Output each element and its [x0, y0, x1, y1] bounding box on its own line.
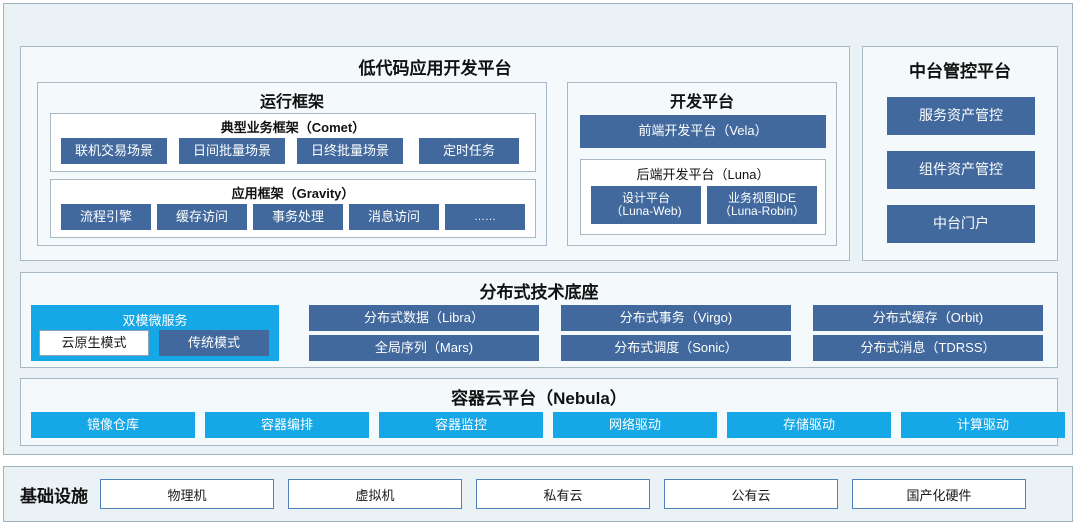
- container-item-orchestration[interactable]: 容器编排: [205, 412, 369, 438]
- infrastructure-label: 基础设施: [20, 486, 88, 506]
- comet-item-scheduled-task[interactable]: 定时任务: [419, 138, 519, 164]
- gravity-title: 应用框架（Gravity）: [231, 186, 355, 201]
- dev-platform-backend-luna-web[interactable]: 设计平台 （Luna-Web): [591, 186, 701, 224]
- gravity-item-more[interactable]: ……: [445, 204, 525, 230]
- midplatform-section: 中台管控平台 服务资产管控 组件资产管控 中台门户: [862, 46, 1058, 261]
- infrastructure-item-public-cloud[interactable]: 公有云: [664, 479, 838, 509]
- container-item-image-registry[interactable]: 镜像仓库: [31, 412, 195, 438]
- midplatform-title: 中台管控平台: [909, 62, 1011, 81]
- distributed-foundation-title: 分布式技术底座: [479, 283, 599, 302]
- midplatform-item-portal[interactable]: 中台门户: [887, 205, 1035, 243]
- lowcode-platform-title: 低代码应用开发平台: [358, 59, 512, 78]
- container-item-monitoring[interactable]: 容器监控: [379, 412, 543, 438]
- runtime-framework-title: 运行框架: [259, 94, 324, 111]
- container-item-compute-driver[interactable]: 计算驱动: [901, 412, 1065, 438]
- dualmode-item-cloud-native-mode[interactable]: 云原生模式: [39, 330, 149, 356]
- distributed-item-sonic[interactable]: 分布式调度（Sonic）: [561, 335, 791, 361]
- distributed-item-orbit[interactable]: 分布式缓存（Orbit): [813, 305, 1043, 331]
- distributed-item-tdrss[interactable]: 分布式消息（TDRSS）: [813, 335, 1043, 361]
- dev-platform-frontend-vela[interactable]: 前端开发平台（Vela）: [580, 115, 826, 148]
- container-cloud-section: 容器云平台（Nebula） 镜像仓库 容器编排 容器监控 网络驱动 存储驱动 计…: [20, 378, 1065, 446]
- dualmode-microservice-title: 双模微服务: [122, 313, 188, 328]
- dualmode-microservice-group: 双模微服务 云原生模式 传统模式: [31, 305, 279, 361]
- comet-item-intraday-batch[interactable]: 日间批量场景: [179, 138, 285, 164]
- dev-platform-backend-title: 后端开发平台（Luna）: [636, 167, 770, 182]
- main-panel: 低代码应用开发平台 运行框架 典型业务框架（Comet） 联机交易场景 日间批量…: [3, 3, 1073, 455]
- distributed-item-libra[interactable]: 分布式数据（Libra）: [309, 305, 539, 331]
- infrastructure-item-physical-machine[interactable]: 物理机: [100, 479, 274, 509]
- gravity-item-transaction-processing[interactable]: 事务处理: [253, 204, 343, 230]
- comet-item-eod-batch[interactable]: 日终批量场景: [297, 138, 403, 164]
- container-item-network-driver[interactable]: 网络驱动: [553, 412, 717, 438]
- infrastructure-item-virtual-machine[interactable]: 虚拟机: [288, 479, 462, 509]
- gravity-item-process-engine[interactable]: 流程引擎: [61, 204, 151, 230]
- dev-platform-backend-group: 后端开发平台（Luna） 设计平台 （Luna-Web) 业务视图IDE （Lu…: [580, 159, 826, 235]
- dev-platform-backend-luna-robin[interactable]: 业务视图IDE （Luna-Robin）: [707, 186, 817, 224]
- container-item-storage-driver[interactable]: 存储驱动: [727, 412, 891, 438]
- dev-platform-title: 开发平台: [669, 94, 734, 111]
- midplatform-item-component-asset-control[interactable]: 组件资产管控: [887, 151, 1035, 189]
- comet-group: 典型业务框架（Comet） 联机交易场景 日间批量场景 日终批量场景 定时任务: [50, 113, 536, 172]
- infrastructure-panel: 基础设施 物理机 虚拟机 私有云 公有云 国产化硬件: [3, 466, 1073, 522]
- container-cloud-title: 容器云平台（Nebula）: [451, 389, 627, 408]
- runtime-framework-section: 运行框架 典型业务框架（Comet） 联机交易场景 日间批量场景 日终批量场景 …: [37, 82, 547, 246]
- dualmode-item-traditional-mode[interactable]: 传统模式: [159, 330, 269, 356]
- gravity-group: 应用框架（Gravity） 流程引擎 缓存访问 事务处理 消息访问 ……: [50, 179, 536, 238]
- distributed-item-virgo[interactable]: 分布式事务（Virgo): [561, 305, 791, 331]
- lowcode-platform-section: 低代码应用开发平台 运行框架 典型业务框架（Comet） 联机交易场景 日间批量…: [20, 46, 850, 261]
- infrastructure-item-private-cloud[interactable]: 私有云: [476, 479, 650, 509]
- comet-title: 典型业务框架（Comet）: [220, 120, 366, 135]
- gravity-item-cache-access[interactable]: 缓存访问: [157, 204, 247, 230]
- dev-platform-section: 开发平台 前端开发平台（Vela） 后端开发平台（Luna） 设计平台 （Lun…: [567, 82, 837, 246]
- infrastructure-item-domestic-hardware[interactable]: 国产化硬件: [852, 479, 1026, 509]
- comet-item-online-transaction[interactable]: 联机交易场景: [61, 138, 167, 164]
- gravity-item-message-access[interactable]: 消息访问: [349, 204, 439, 230]
- distributed-item-mars[interactable]: 全局序列（Mars): [309, 335, 539, 361]
- midplatform-item-service-asset-control[interactable]: 服务资产管控: [887, 97, 1035, 135]
- distributed-foundation-section: 分布式技术底座 双模微服务 云原生模式 传统模式 分布式数据（Libra） 全局…: [20, 272, 1058, 368]
